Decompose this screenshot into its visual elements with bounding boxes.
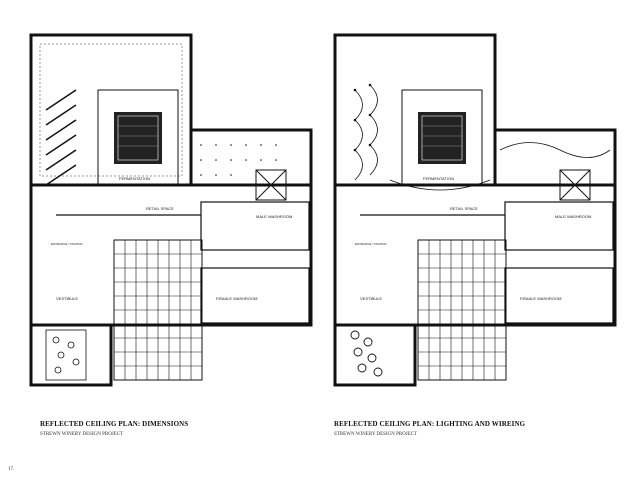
plan-subtitle-dimensions: STREWN WINERY DESIGN PROJECT <box>40 432 124 437</box>
room-label-washroom-b: FEMALE WASHROOM <box>216 296 257 301</box>
room-label-retail: RETAIL SPACE <box>450 206 478 211</box>
page-number: 17. <box>8 467 15 472</box>
room-label-fermentation: FERMENTATION <box>119 176 150 181</box>
room-label-retail: RETAIL SPACE <box>146 206 174 211</box>
reflected-ceiling-plan-lighting: FERMENTATION RETAIL SPACE MALE WASHROOM … <box>330 30 622 402</box>
room-label-entrance: ENTRANCE / TASTING <box>355 242 387 246</box>
room-label-washroom-a: MALE WASHROOM <box>256 214 292 219</box>
room-label-entrance: ENTRANCE / TASTING <box>51 242 83 246</box>
plan-subtitle-lighting: STREWN WINERY DESIGN PROJECT <box>334 432 418 437</box>
plan-title-dimensions: REFLECTED CEILING PLAN: DIMENSIONS <box>40 420 189 428</box>
room-label-washroom-a: MALE WASHROOM <box>555 214 591 219</box>
plan-title-lighting: REFLECTED CEILING PLAN: LIGHTING AND WIR… <box>334 420 526 428</box>
room-label-washroom-b: FEMALE WASHROOM <box>520 296 561 301</box>
room-label-vestibule: VESTIBULE <box>360 296 382 301</box>
room-label-vestibule: VESTIBULE <box>56 296 78 301</box>
reflected-ceiling-plan-dimensions: FERMENTATION RETAIL SPACE MALE WASHROOM … <box>26 30 318 402</box>
floor-plan-drawing: FERMENTATION RETAIL SPACE MALE WASHROOM … <box>29 33 313 387</box>
floor-plan-drawing: FERMENTATION RETAIL SPACE MALE WASHROOM … <box>333 33 617 387</box>
room-label-fermentation: FERMENTATION <box>423 176 454 181</box>
